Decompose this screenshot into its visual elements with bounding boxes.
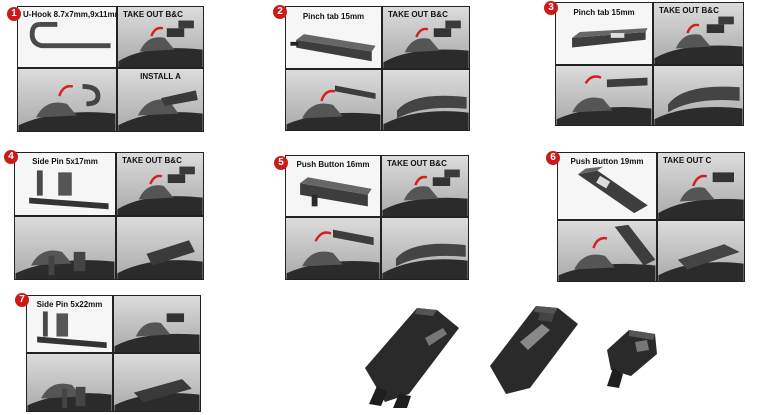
step-badge: 5 — [274, 156, 288, 170]
wiper-arm-photo-icon — [382, 169, 468, 216]
wiper-arm-photo-icon — [556, 75, 652, 125]
wiper-arm-photo-icon — [658, 172, 744, 219]
wiper-arm-photo-icon — [286, 229, 380, 279]
step-badge: 2 — [273, 5, 287, 19]
wiper-photo-panel — [557, 220, 657, 282]
wiper-arm-photo-icon — [658, 244, 744, 281]
step-badge: 6 — [546, 151, 560, 165]
wiper-photo-panel — [26, 353, 113, 412]
panel-caption: Pinch tab 15mm — [573, 8, 635, 17]
adapter-a-icon — [365, 308, 459, 408]
wiper-arm-photo-icon — [27, 383, 112, 411]
wiper-arm-photo-icon — [118, 20, 203, 67]
wiper-photo-panel — [116, 216, 204, 280]
adapter-b-icon — [490, 306, 578, 394]
wiper-arm-photo-icon — [654, 16, 743, 64]
wiper-photo-panel — [555, 65, 653, 126]
panel-caption: U-Hook 8.7x7mm,9x11mm 15mm — [23, 10, 117, 19]
adapter-panel: Pinch tab 15mm — [285, 6, 382, 69]
wiper-arm-photo-icon — [383, 95, 469, 130]
adapter-panel: Push Button 19mm — [557, 152, 657, 220]
wiper-photo-panel — [381, 217, 469, 280]
panel-caption: TAKE OUT B&C — [123, 10, 183, 19]
wiper-photo-panel — [285, 217, 381, 280]
panel-caption: Side Pin 5x17mm — [32, 157, 98, 166]
adapter-part-a — [355, 298, 470, 410]
panel-caption: Push Button 16mm — [296, 160, 370, 169]
side-pin-adapter-icon — [37, 311, 107, 349]
wiper-arm-photo-icon — [118, 90, 203, 131]
push-button-adapter-icon — [577, 166, 648, 214]
adapter-panel: U-Hook 8.7x7mm,9x11mm 15mm — [17, 6, 117, 68]
step-badge: 1 — [7, 7, 21, 21]
wiper-arm-photo-icon — [117, 166, 203, 215]
wiper-photo-panel — [653, 65, 744, 126]
adapter-panel: Push Button 16mm — [285, 155, 381, 217]
wiper-photo-panel: INSTALL A — [117, 68, 204, 132]
step-badge: 3 — [544, 1, 558, 15]
wiper-arm-photo-icon — [382, 243, 468, 279]
wiper-photo-panel — [657, 220, 745, 282]
u-hook-adapter-icon — [29, 22, 111, 49]
wiper-photo-panel: TAKE OUT B&C — [653, 2, 744, 65]
wiper-arm-photo-icon — [654, 86, 743, 125]
wiper-photo-panel — [14, 216, 116, 280]
wiper-arm-photo-icon — [114, 313, 200, 352]
panel-caption: INSTALL A — [140, 72, 181, 81]
panel-caption: Pinch tab 15mm — [302, 12, 365, 21]
adapter-part-c — [595, 320, 665, 392]
panel-caption: Push Button 19mm — [570, 157, 644, 166]
panel-caption: TAKE OUT C — [663, 156, 712, 165]
adapter-part-b — [480, 298, 590, 398]
panel-caption: Side Pin 5x22mm — [36, 300, 103, 309]
panel-caption: TAKE OUT B&C — [659, 6, 719, 15]
wiper-arm-photo-icon — [383, 20, 469, 68]
adapter-panel: Side Pin 5x22mm — [26, 295, 113, 353]
wiper-arm-photo-icon — [15, 250, 115, 279]
wiper-photo-panel: TAKE OUT B&C — [381, 155, 469, 217]
push-button-adapter-icon — [300, 177, 372, 207]
wiper-photo-panel — [113, 295, 201, 353]
wiper-photo-panel: TAKE OUT B&C — [117, 6, 204, 68]
panel-caption: TAKE OUT B&C — [122, 156, 182, 165]
adapter-c-icon — [607, 330, 657, 388]
wiper-photo-panel: TAKE OUT B&C — [116, 152, 204, 216]
step-badge: 4 — [4, 150, 18, 164]
wiper-arm-photo-icon — [117, 240, 203, 279]
wiper-photo-panel — [17, 68, 117, 132]
panel-caption: TAKE OUT B&C — [388, 10, 448, 19]
wiper-arm-photo-icon — [286, 85, 381, 130]
wiper-photo-panel: TAKE OUT C — [657, 152, 745, 220]
adapter-panel: Side Pin 5x17mm — [14, 152, 116, 216]
wiper-photo-panel: TAKE OUT B&C — [382, 6, 470, 69]
step-badge: 7 — [15, 293, 29, 307]
wiper-photo-panel — [382, 69, 470, 131]
wiper-photo-panel — [285, 69, 382, 131]
adapter-panel: Pinch tab 15mm — [555, 2, 653, 65]
panel-caption: TAKE OUT B&C — [387, 159, 447, 168]
wiper-arm-photo-icon — [558, 224, 656, 281]
wiper-arm-photo-icon — [18, 84, 116, 131]
pinch-tab-adapter-icon — [572, 28, 648, 48]
pinch-tab-adapter-icon — [290, 34, 376, 62]
wiper-photo-panel — [113, 353, 201, 412]
wiper-arm-photo-icon — [114, 379, 200, 411]
side-pin-adapter-icon — [29, 170, 109, 210]
